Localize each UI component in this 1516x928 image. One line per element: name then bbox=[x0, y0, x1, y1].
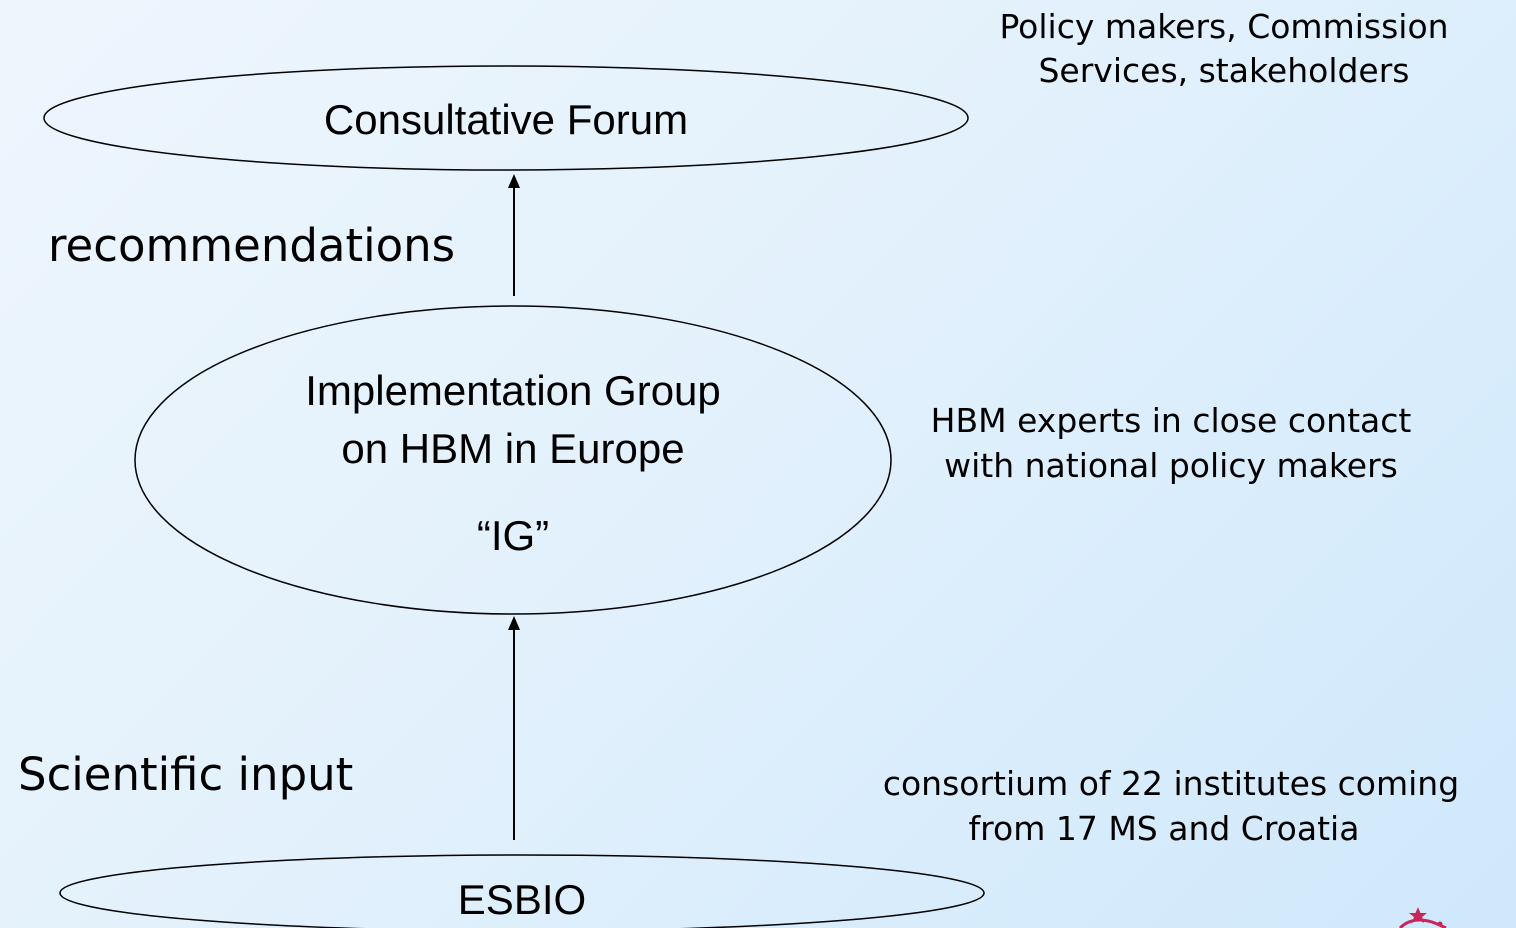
logo-swoosh-icon bbox=[1398, 918, 1447, 928]
recommendations-label: recommendations bbox=[48, 219, 455, 272]
implementation-group-label-line2: on HBM in Europe bbox=[341, 425, 684, 472]
esbio-node: ESBIO bbox=[59, 854, 985, 928]
hbm-experts-note-line1: HBM experts in close contact bbox=[931, 401, 1412, 440]
implementation-group-label-line1: Implementation Group bbox=[305, 367, 721, 414]
consortium-note: consortium of 22 institutes coming from … bbox=[883, 764, 1459, 848]
esbio-label: ESBIO bbox=[458, 876, 586, 923]
implementation-group-ellipse bbox=[134, 305, 892, 615]
consultative-forum-ellipse bbox=[43, 65, 969, 171]
consultative-forum-label: Consultative Forum bbox=[324, 96, 688, 143]
consultative-forum-node: Consultative Forum bbox=[43, 65, 969, 171]
consortium-note-line2: from 17 MS and Croatia bbox=[969, 809, 1360, 848]
consortium-note-line1: consortium of 22 institutes coming bbox=[883, 764, 1459, 803]
hbm-experts-note-line2: with national policy makers bbox=[944, 446, 1398, 485]
policy-makers-note-line1: Policy makers, Commission bbox=[999, 7, 1448, 46]
hbm-experts-note: HBM experts in close contact with nation… bbox=[931, 401, 1412, 485]
scientific-input-label: Scientific input bbox=[18, 748, 353, 801]
implementation-group-node: Implementation Group on HBM in Europe “I… bbox=[134, 305, 892, 615]
policy-makers-note: Policy makers, Commission Services, stak… bbox=[999, 7, 1448, 90]
implementation-group-abbreviation: “IG” bbox=[477, 512, 549, 559]
logo-fragment bbox=[1398, 907, 1447, 928]
esbio-ellipse bbox=[59, 854, 985, 928]
policy-makers-note-line2: Services, stakeholders bbox=[1038, 51, 1409, 90]
recommendations-arrowhead bbox=[508, 174, 520, 188]
logo-dot-icon bbox=[1437, 921, 1443, 927]
scientific-input-edge: Scientific input bbox=[18, 616, 520, 840]
recommendations-edge: recommendations bbox=[48, 174, 520, 296]
scientific-input-arrowhead bbox=[508, 616, 520, 630]
